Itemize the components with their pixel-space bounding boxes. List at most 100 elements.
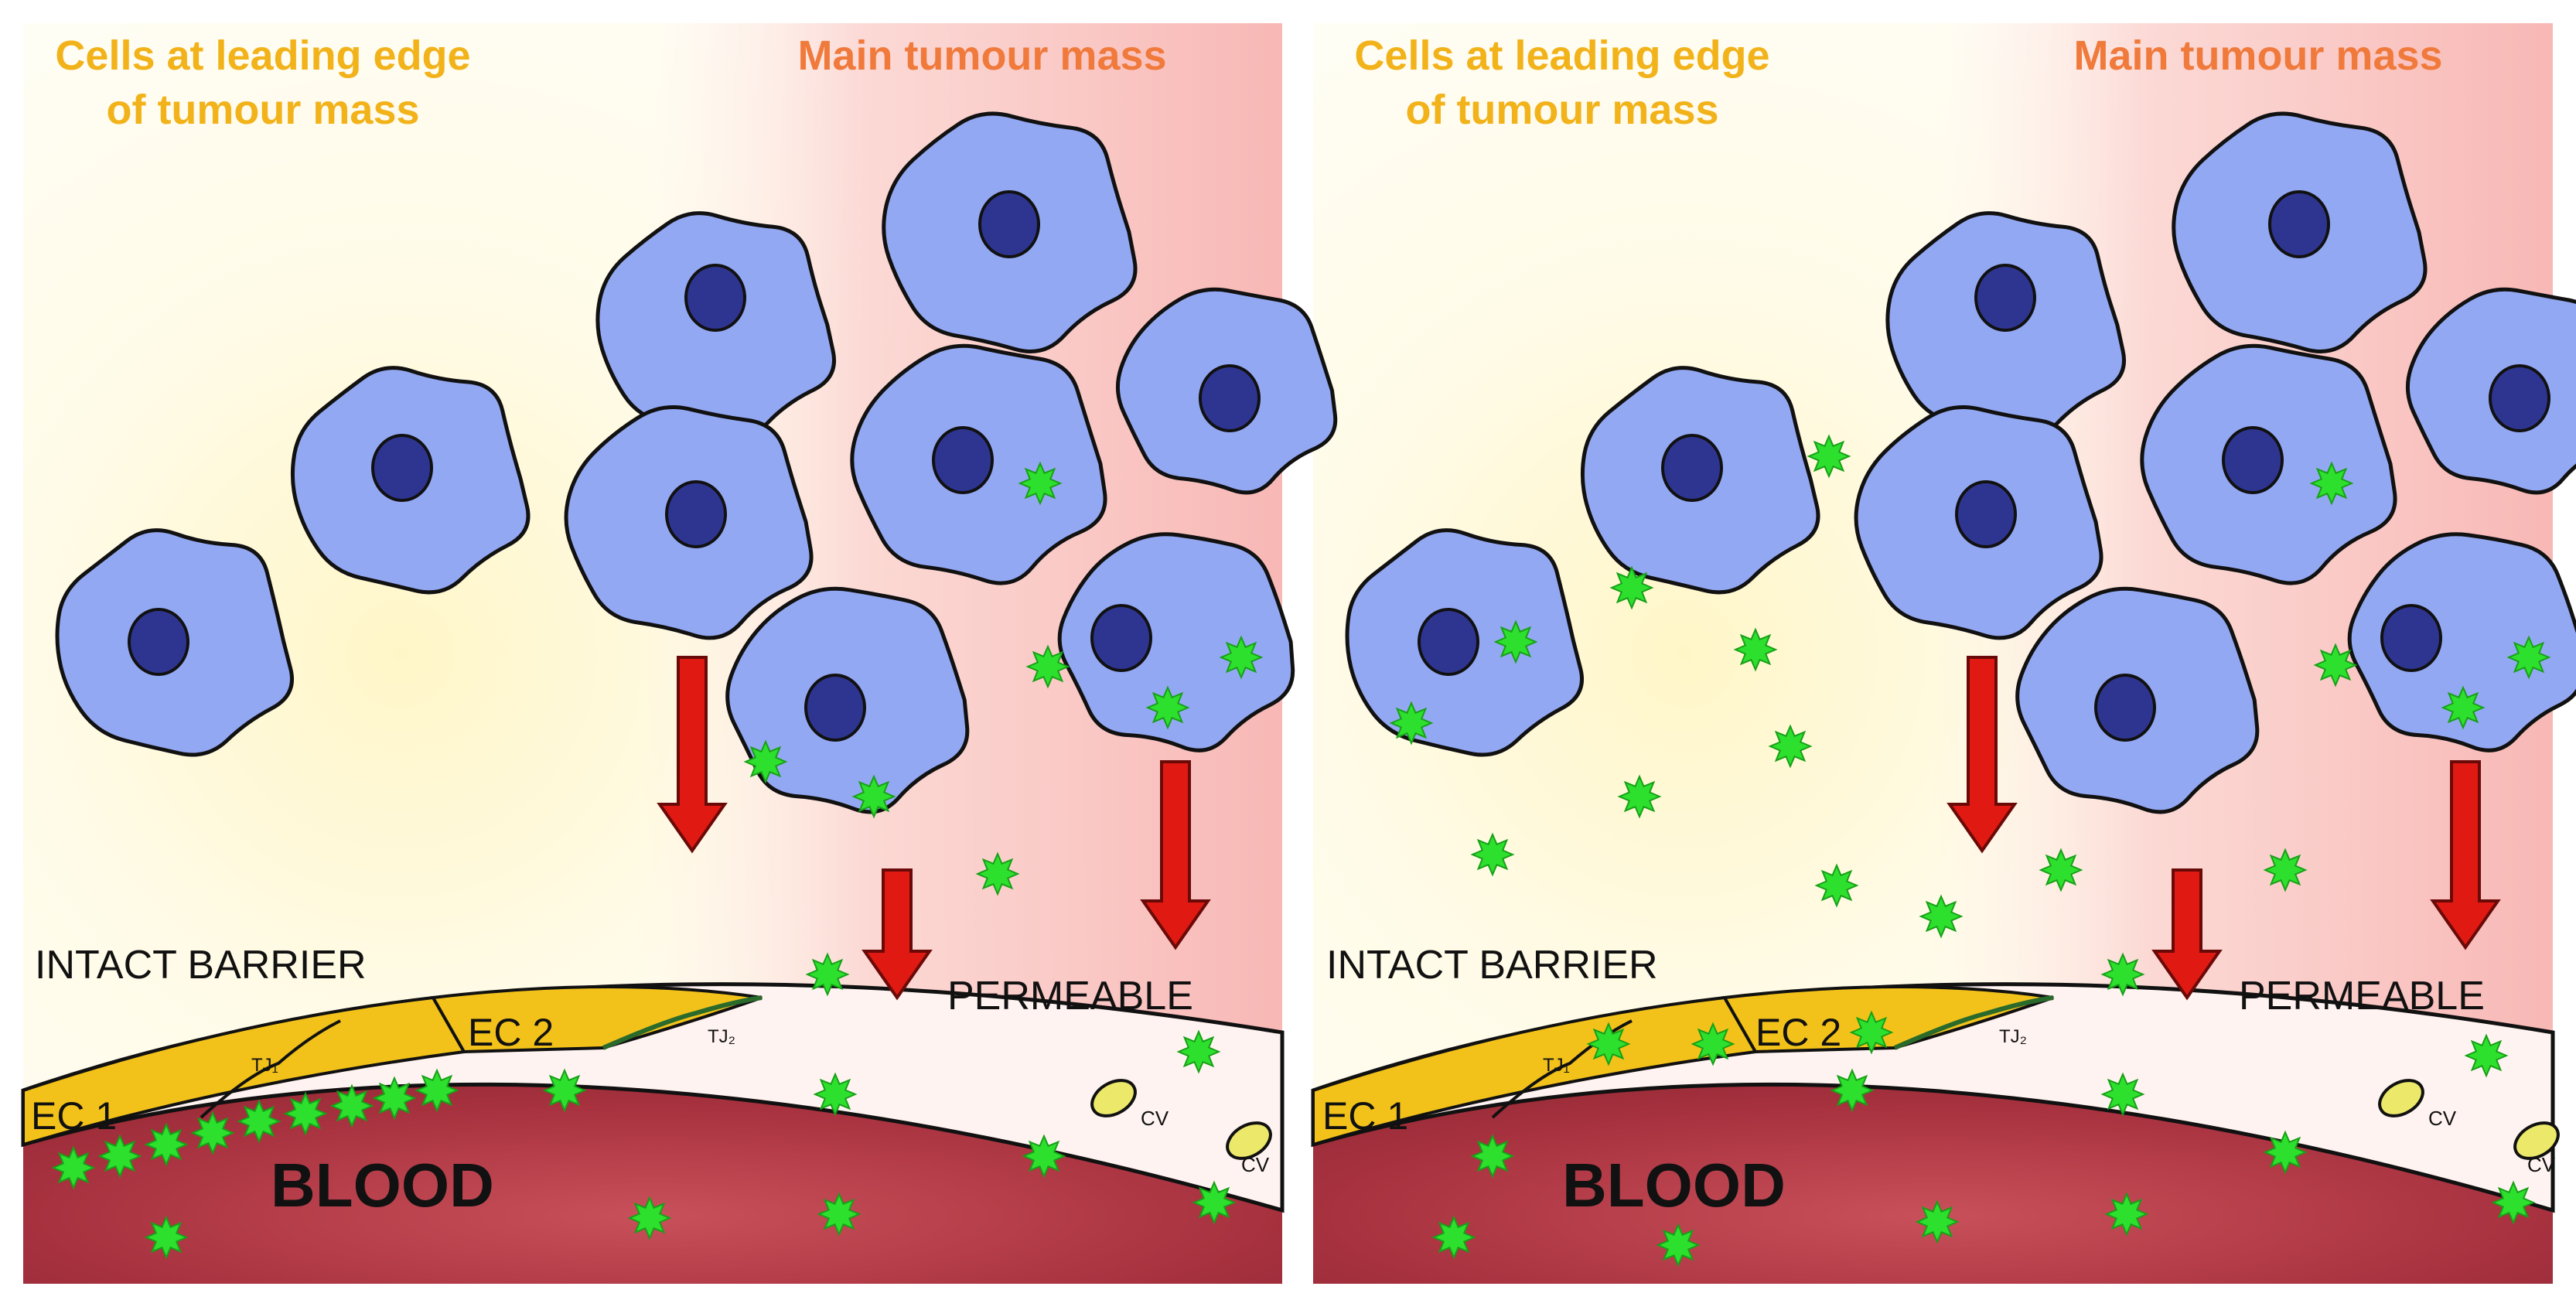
green-star-particle-icon	[1431, 1215, 1476, 1260]
label-intact-barrier: INTACT BARRIER	[35, 943, 367, 988]
green-star-particle-icon	[1493, 619, 1538, 664]
green-star-particle-icon	[415, 1068, 459, 1113]
label-tj2: TJ₂	[1999, 1026, 2027, 1047]
green-star-particle-icon	[1733, 627, 1778, 672]
green-star-particle-icon	[1814, 863, 1859, 908]
cell-nucleus	[2268, 190, 2330, 258]
endothelial-cell-2	[1721, 985, 2054, 1054]
label-blood: BLOOD	[1562, 1151, 1786, 1220]
green-star-particle-icon	[2100, 952, 2145, 997]
label-cv: CV	[2428, 1107, 2457, 1130]
green-star-particle-icon	[1022, 1134, 1066, 1179]
cell-nucleus	[2489, 364, 2550, 432]
green-star-particle-icon	[2309, 461, 2354, 506]
tight-junction-1	[200, 1019, 341, 1119]
cell-nucleus	[932, 426, 994, 494]
label-leading-edge-line1: Cells at leading edge	[1354, 32, 1769, 79]
tumour-cell	[2347, 532, 2576, 752]
label-cv-2: CV	[2527, 1153, 2556, 1176]
label-permeable: PERMEABLE	[947, 974, 1193, 1019]
green-star-particle-icon	[51, 1145, 96, 1190]
green-star-particle-icon	[1609, 565, 1654, 610]
label-main-tumour-mass: Main tumour mass	[797, 32, 1166, 79]
green-star-particle-icon	[2039, 848, 2083, 892]
green-star-particle-icon	[1691, 1022, 1735, 1066]
green-star-particle-icon	[1617, 774, 1662, 819]
tumour-cell	[1057, 532, 1295, 752]
green-star-particle-icon	[144, 1215, 189, 1260]
green-star-particle-icon	[2263, 848, 2308, 892]
cell-nucleus	[978, 190, 1040, 258]
tight-junction-2	[1893, 995, 2054, 1050]
label-main-tumour-mass: Main tumour mass	[2073, 32, 2442, 79]
green-star-particle-icon	[817, 1192, 862, 1237]
green-star-particle-icon	[1849, 1010, 1894, 1055]
green-star-particle-icon	[329, 1083, 374, 1128]
red-down-arrow-icon	[862, 868, 933, 1001]
green-star-particle-icon	[2441, 685, 2486, 730]
green-star-particle-icon	[1176, 1029, 1221, 1074]
red-down-arrow-icon	[657, 656, 728, 854]
green-star-particle-icon	[1919, 894, 1964, 939]
tumour-cells	[55, 111, 2576, 814]
tight-junction-2	[602, 995, 763, 1050]
label-blood: BLOOD	[271, 1151, 494, 1220]
green-star-particle-icon	[813, 1072, 858, 1117]
red-down-arrow-icon	[1947, 656, 2018, 854]
caveola-icon	[1090, 1079, 1272, 1160]
label-leading-edge-line2: of tumour mass	[1405, 87, 1718, 133]
red-down-arrow-icon	[2430, 760, 2501, 950]
label-ec1: EC 1	[1322, 1094, 1408, 1138]
green-star-particle-icon	[2104, 1192, 2149, 1237]
green-star-particle-icon	[2506, 635, 2551, 680]
green-star-particle-icon	[1219, 635, 1264, 680]
green-star-particle-icon	[1145, 685, 1190, 730]
green-star-particle-icon	[1192, 1180, 1237, 1225]
green-star-particle-icon	[1915, 1199, 1960, 1244]
cell-nucleus	[128, 608, 189, 676]
red-down-arrow-icon	[1140, 760, 1211, 950]
green-star-particle-icon	[1025, 644, 1070, 689]
green-star-particle-icon	[2491, 1180, 2536, 1225]
green-star-particle-icon	[851, 774, 896, 819]
green-star-particle-icon	[542, 1068, 587, 1113]
cell-nucleus	[1974, 264, 2036, 332]
green-star-particle-icon	[2263, 1130, 2308, 1175]
green-star-particle-icon	[2100, 1072, 2145, 1117]
label-tj1: TJ₁	[1543, 1055, 1570, 1076]
green-star-particle-icon	[372, 1076, 417, 1121]
green-star-particle-icon	[283, 1091, 328, 1136]
green-star-particle-icon	[190, 1111, 235, 1155]
green-star-particle-icon	[627, 1196, 672, 1240]
particles	[51, 434, 2551, 1268]
green-star-particle-icon	[1470, 832, 1515, 877]
green-star-particle-icon	[805, 952, 850, 997]
green-star-particle-icon	[1470, 1134, 1515, 1179]
label-permeable: PERMEABLE	[2239, 974, 2485, 1019]
green-star-particle-icon	[1807, 434, 1851, 479]
green-star-particle-icon	[144, 1122, 189, 1167]
cell-nucleus	[684, 264, 746, 332]
cell-nucleus	[665, 480, 727, 548]
caveola-icon	[2378, 1079, 2560, 1160]
label-leading-edge-line1: Cells at leading edge	[55, 32, 470, 79]
label-ec2: EC 2	[468, 1011, 554, 1054]
cell-nucleus	[1955, 480, 2017, 548]
cell-nucleus	[1199, 364, 1261, 432]
label-cv: CV	[1141, 1107, 1169, 1130]
green-star-particle-icon	[97, 1134, 142, 1179]
cell-nucleus	[2380, 604, 2442, 672]
green-star-particle-icon	[1830, 1068, 1875, 1113]
label-cv-2: CV	[1241, 1153, 1270, 1176]
green-star-particle-icon	[2313, 643, 2358, 688]
label-ec2: EC 2	[1755, 1011, 1841, 1054]
green-star-particle-icon	[1018, 461, 1063, 506]
cell-nucleus	[1418, 608, 1479, 676]
green-star-particle-icon	[743, 739, 788, 784]
flux-arrows	[657, 656, 2501, 1001]
cell-nucleus	[2094, 674, 2156, 742]
green-star-particle-icon	[1586, 1022, 1631, 1066]
cell-nucleus	[804, 674, 866, 742]
red-down-arrow-icon	[2151, 868, 2223, 1001]
